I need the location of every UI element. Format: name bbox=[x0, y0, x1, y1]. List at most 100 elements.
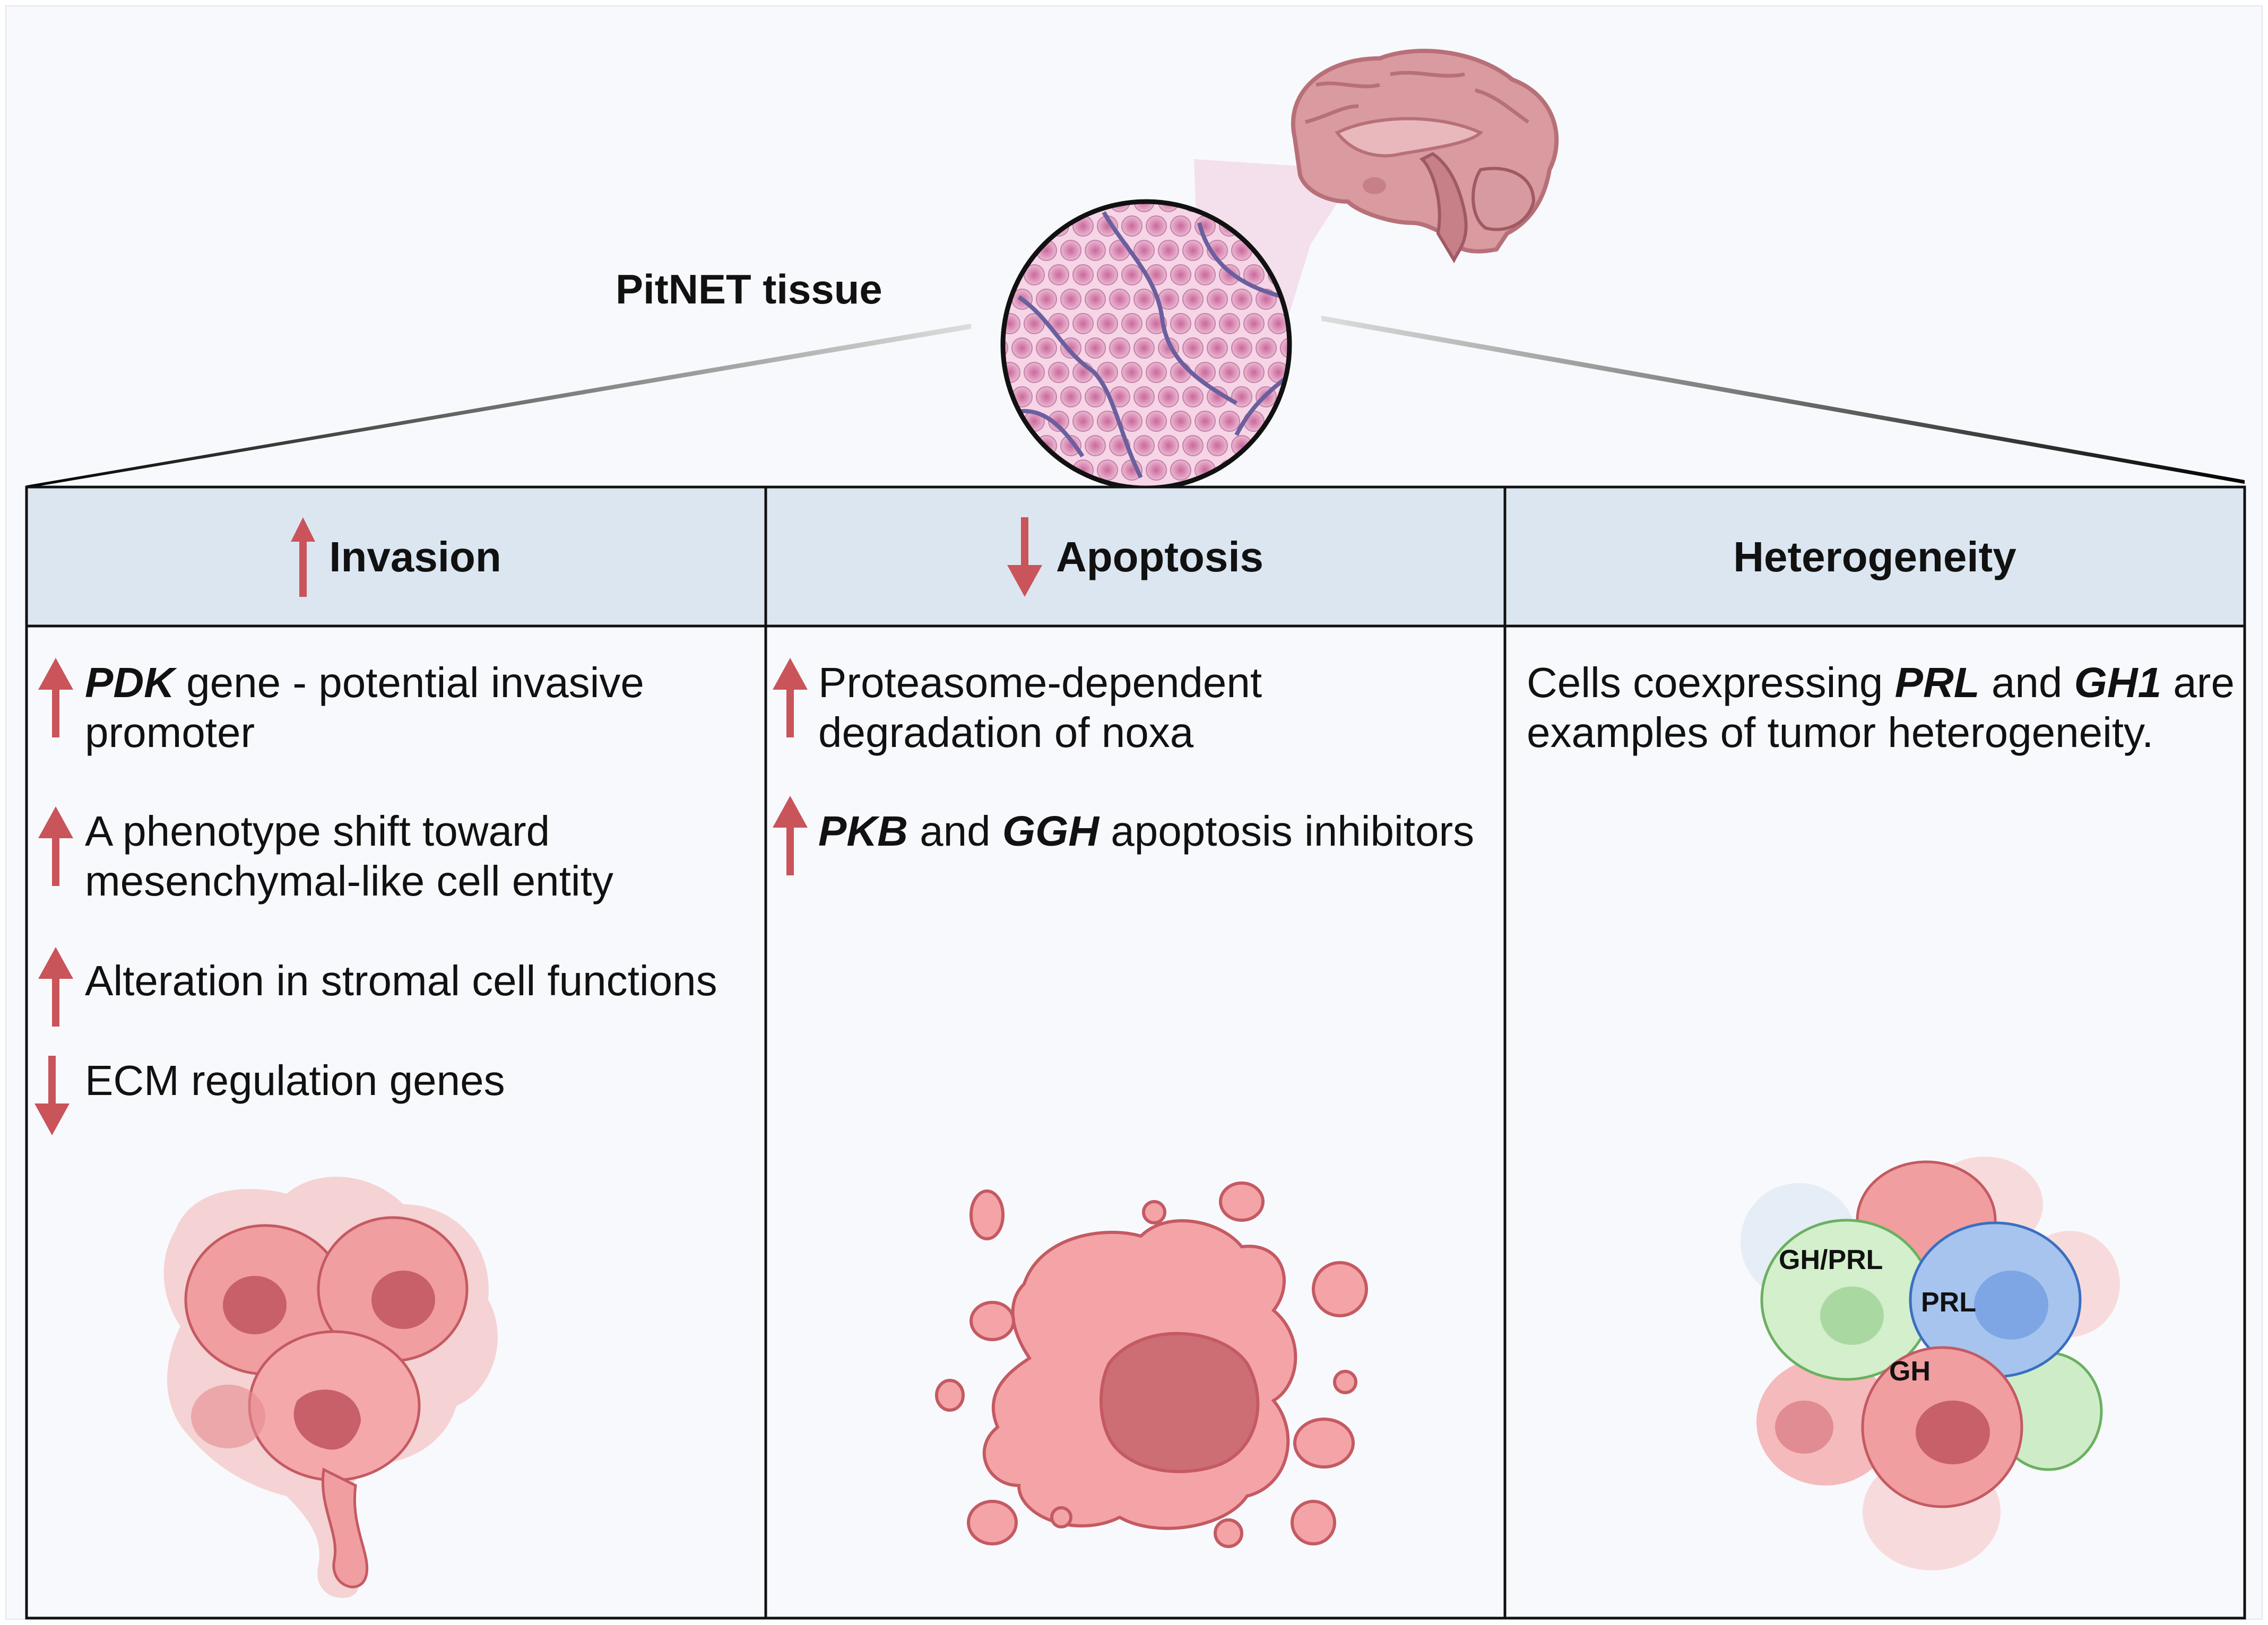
tissue-cell bbox=[1097, 313, 1118, 334]
tissue-cell bbox=[1133, 240, 1155, 261]
hetero-text-c: are bbox=[2161, 659, 2235, 706]
arrow-up-icon bbox=[38, 947, 73, 1027]
tissue-cell bbox=[1158, 435, 1179, 456]
header-invasion: Invasion bbox=[27, 488, 766, 626]
tissue-cell bbox=[1072, 264, 1094, 285]
gene-gh1: GH1 bbox=[2074, 659, 2162, 706]
tissue-cell bbox=[1170, 215, 1191, 237]
tissue-cell bbox=[1219, 362, 1240, 383]
tissue-cell bbox=[1024, 459, 1045, 481]
tissue-cell bbox=[1146, 459, 1167, 481]
invasion-item-2-text2: mesenchymal-like cell entity bbox=[85, 857, 613, 905]
invasion-item-2: A phenotype shift toward mesenchymal-lik… bbox=[85, 806, 613, 906]
tissue-cell bbox=[1011, 240, 1033, 261]
tissue-cell bbox=[1011, 435, 1033, 456]
tissue-cell bbox=[1133, 386, 1155, 407]
tissue-cell bbox=[1256, 435, 1277, 456]
tissue-cell bbox=[1170, 264, 1191, 285]
tissue-cell bbox=[1280, 337, 1289, 359]
tissue-cell bbox=[1268, 459, 1289, 481]
header-heterogeneity: Heterogeneity bbox=[1505, 488, 2245, 626]
invasion-item-3: Alteration in stromal cell functions bbox=[85, 957, 717, 1004]
tissue-cell bbox=[1121, 313, 1142, 334]
header-invasion-label: Invasion bbox=[329, 533, 501, 580]
arrow-down-icon bbox=[34, 1056, 70, 1135]
gene-prl: PRL bbox=[1894, 659, 1980, 706]
label-gh-prl: GH/PRL bbox=[1779, 1245, 1883, 1275]
apoptosis-item-2: PKB and GGH apoptosis inhibitors bbox=[818, 806, 1474, 856]
tissue-cell bbox=[1121, 264, 1142, 285]
tissue-cell bbox=[1207, 337, 1228, 359]
tissue-cell bbox=[1003, 459, 1020, 481]
gene-pkb: PKB bbox=[818, 807, 908, 855]
tissue-cell bbox=[1256, 337, 1277, 359]
tissue-cell bbox=[1024, 362, 1045, 383]
header-apoptosis-label: Apoptosis bbox=[1055, 533, 1264, 580]
tissue-cell bbox=[1146, 362, 1167, 383]
tissue-cell bbox=[1146, 215, 1167, 237]
tissue-cell bbox=[1158, 240, 1179, 261]
arrow-up-icon bbox=[773, 658, 808, 737]
tissue-cell bbox=[1182, 289, 1204, 310]
tissue-cell bbox=[1121, 215, 1142, 237]
tissue-cell bbox=[1060, 386, 1081, 407]
tissue-cell bbox=[1097, 362, 1118, 383]
arrow-down-icon bbox=[1007, 517, 1042, 597]
apoptosis-item-1-text: Proteasome-dependent bbox=[818, 659, 1262, 706]
tissue-cell bbox=[1109, 289, 1130, 310]
invasion-item-1: PDK gene - potential invasive promoter bbox=[85, 658, 644, 758]
tissue-cell bbox=[1182, 386, 1204, 407]
tissue-cell bbox=[1024, 264, 1045, 285]
tissue-cell bbox=[1182, 240, 1204, 261]
tissue-cell bbox=[1109, 337, 1130, 359]
tissue-cell bbox=[1097, 264, 1118, 285]
invading-tumor-cells bbox=[163, 1176, 498, 1598]
tissue-cell bbox=[1194, 264, 1216, 285]
header-heterogeneity-label: Heterogeneity bbox=[1733, 533, 2016, 580]
tissue-cell bbox=[1170, 459, 1191, 481]
tissue-cell bbox=[1024, 313, 1045, 334]
apoptotic-cell bbox=[935, 1181, 1368, 1548]
apoptosis-item-2-and: and bbox=[907, 807, 1002, 855]
invasion-item-1-text2: promoter bbox=[85, 709, 255, 756]
tissue-cell bbox=[1024, 215, 1045, 237]
header-row bbox=[25, 485, 2246, 628]
tissue-cell bbox=[1036, 337, 1057, 359]
tissue-cell bbox=[1097, 459, 1118, 481]
label-gh: GH bbox=[1889, 1356, 1931, 1387]
apoptosis-item-1: Proteasome-dependent degradation of noxa bbox=[818, 658, 1262, 758]
gene-pdk: PDK bbox=[85, 659, 175, 706]
tissue-cell bbox=[1072, 313, 1094, 334]
tissue-cell bbox=[1060, 202, 1081, 212]
arrow-up-icon bbox=[38, 806, 73, 886]
tissue-cell bbox=[1243, 362, 1265, 383]
header-apoptosis: Apoptosis bbox=[766, 488, 1505, 626]
tissue-cell bbox=[1121, 362, 1142, 383]
tissue-cell bbox=[1048, 264, 1069, 285]
tissue-cell bbox=[1207, 435, 1228, 456]
tissue-cell bbox=[1003, 240, 1008, 261]
tissue-cell bbox=[1003, 202, 1008, 212]
tissue-cell bbox=[1231, 289, 1252, 310]
invasion-item-4: ECM regulation genes bbox=[85, 1057, 505, 1104]
apoptosis-item-1-text2: degradation of noxa bbox=[818, 709, 1194, 756]
tissue-cell bbox=[1036, 386, 1057, 407]
tissue-cell bbox=[1133, 289, 1155, 310]
tissue-cell bbox=[1231, 337, 1252, 359]
tissue-cell bbox=[1158, 386, 1179, 407]
tissue-cell bbox=[1146, 411, 1167, 432]
invasion-item-2-text: A phenotype shift toward bbox=[85, 807, 550, 855]
apoptosis-item-2-text: apoptosis inhibitors bbox=[1099, 807, 1475, 855]
arrow-up-icon bbox=[291, 517, 316, 597]
tissue-cell bbox=[1036, 289, 1057, 310]
tissue-cell bbox=[1085, 240, 1106, 261]
arrow-up-icon bbox=[38, 658, 73, 737]
tissue-cell bbox=[1133, 202, 1155, 212]
tissue-cell bbox=[1158, 202, 1179, 212]
tissue-cell bbox=[1085, 337, 1106, 359]
tissue-cell bbox=[1085, 289, 1106, 310]
tissue-cell bbox=[1003, 386, 1008, 407]
heterogeneity-description: Cells coexpressing PRL and GH1 are examp… bbox=[1527, 658, 2248, 758]
tissue-cell bbox=[1003, 435, 1008, 456]
tissue-cell bbox=[1219, 411, 1240, 432]
